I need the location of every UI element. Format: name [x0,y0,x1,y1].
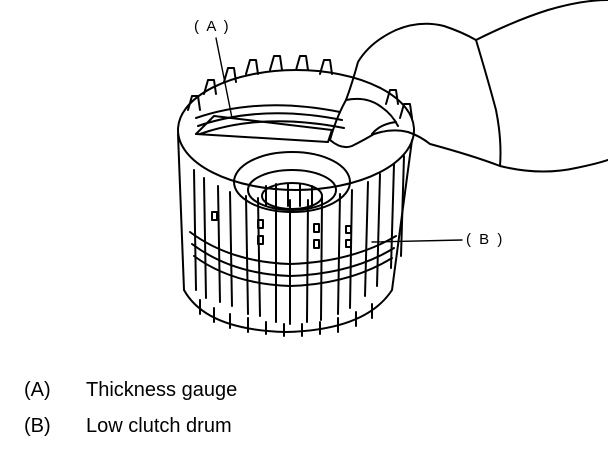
legend-item-b: (B) Low clutch drum [24,408,584,444]
inner-hub [233,151,351,213]
leader-line-a [215,37,233,119]
leader-line-b [371,239,463,243]
hand-with-sleeve [329,0,608,173]
legend-text: Thickness gauge [86,379,238,401]
legend-key: (B) [24,415,51,437]
thickness-gauge [195,115,333,143]
legend-item-a: (A) Thickness gauge [24,372,584,408]
callout-label-a: ( A ) [194,18,231,35]
callout-label-b: ( B ) [466,231,505,248]
legend-text: Low clutch drum [86,415,232,437]
clutch-drum-illustration [177,0,608,337]
legend: (A) Thickness gauge (B) Low clutch drum [24,372,584,444]
legend-key: (A) [24,379,51,401]
low-clutch-drum [177,55,415,337]
